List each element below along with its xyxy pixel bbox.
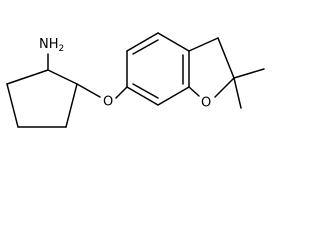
amine-subscript: 2 — [59, 44, 65, 54]
ether-bond-left — [76, 83, 101, 98]
dihydrofuran-bond — [217, 37, 235, 79]
cyclopentane-bond — [6, 83, 19, 128]
amine-label: NH2 — [39, 37, 64, 54]
cyclopentane-bond — [6, 69, 49, 85]
benzene-bond — [157, 32, 190, 52]
benzene-ring — [126, 32, 190, 106]
ring-oxygen-label: O — [201, 96, 211, 111]
methyl-bond — [233, 77, 242, 109]
molecule-structure-diagram: NH2 O O — [6, 32, 265, 128]
dihydrofuran-bond — [188, 86, 200, 97]
benzene-bond — [157, 86, 190, 106]
dihydrofuran-ring — [188, 37, 235, 98]
cyclopentane-bond — [47, 69, 78, 85]
cyclopentane-ring — [6, 69, 78, 128]
dihydrofuran-bond — [188, 37, 219, 52]
cyclopentane-bond — [65, 83, 78, 128]
ether-oxygen-label: O — [103, 95, 113, 110]
methyl-bond — [233, 68, 265, 79]
ether-bond-right — [115, 86, 128, 99]
benzene-bond — [126, 32, 159, 52]
benzene-double-bond — [132, 83, 159, 99]
structure-canvas: NH2 O O — [6, 32, 265, 128]
benzene-bond — [126, 86, 159, 106]
benzene-double-bond — [132, 39, 159, 55]
dihydrofuran-bond — [214, 77, 235, 98]
